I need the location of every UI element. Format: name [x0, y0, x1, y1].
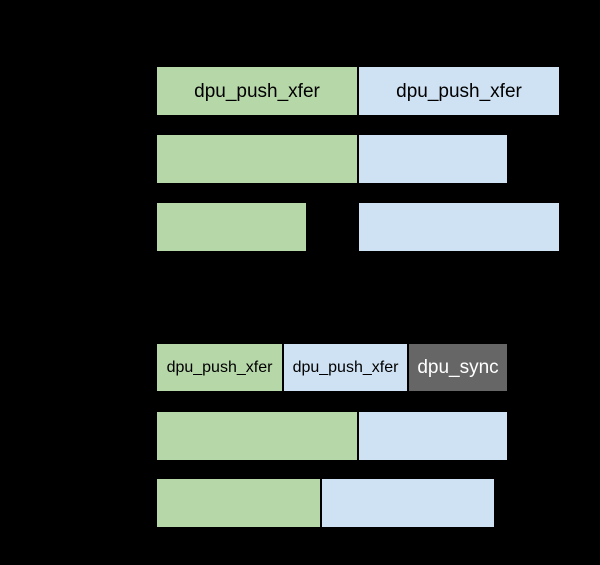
bar-label: dpu_push_xfer [292, 358, 399, 376]
bar-segment [156, 202, 307, 252]
bar-dpu-push-xfer: dpu_push_xfer [156, 343, 283, 392]
bar-segment [358, 134, 508, 184]
bar-segment [358, 202, 560, 252]
bar-dpu-push-xfer: dpu_push_xfer [156, 66, 358, 116]
bar-dpu-push-xfer: dpu_push_xfer [283, 343, 408, 392]
bar-segment [156, 478, 321, 528]
bar-label: dpu_push_xfer [396, 80, 522, 102]
bar-label: dpu_push_xfer [194, 80, 320, 102]
bar-segment [156, 411, 358, 461]
bar-segment [358, 411, 508, 461]
bar-segment [321, 478, 495, 528]
bar-dpu-push-xfer: dpu_push_xfer [358, 66, 560, 116]
bar-dpu-sync: dpu_sync [408, 343, 508, 392]
bar-segment [156, 134, 358, 184]
bar-label: dpu_sync [417, 357, 499, 378]
bar-label: dpu_push_xfer [166, 358, 273, 376]
